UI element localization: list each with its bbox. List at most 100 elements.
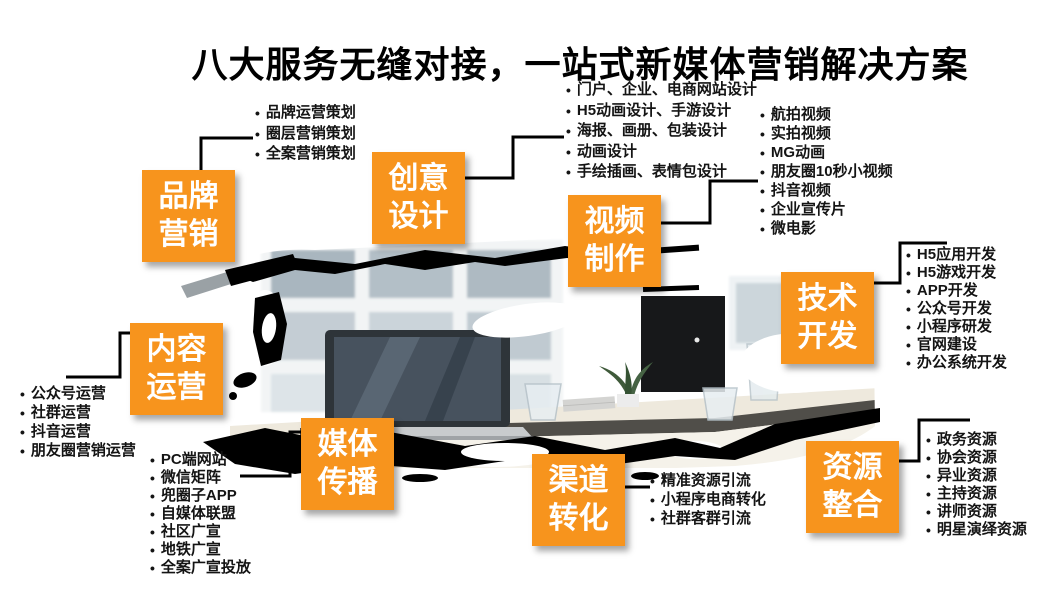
- service-item-label: 小程序电商转化: [660, 491, 766, 508]
- service-card-label: 技术: [797, 282, 858, 315]
- service-item: •公众号开发: [906, 300, 1007, 318]
- bullet-icon: •: [20, 404, 25, 421]
- service-item-label: 讲师资源: [936, 503, 997, 520]
- service-item: •H5动画设计、手游设计: [566, 101, 757, 122]
- service-item: •抖音运营: [20, 422, 136, 441]
- service-item: • 地铁广宣: [150, 541, 251, 559]
- service-list-brand-marketing: •品牌运营策划• 圈层营销策划 •全案营销策划: [255, 103, 356, 165]
- service-list-channel-conversion: • 精准资源引流 • 小程序电商转化•社群客群引流: [650, 471, 766, 528]
- service-item-label: 全案广宣投放: [160, 559, 251, 576]
- service-item-label: 动画设计: [576, 142, 637, 160]
- bullet-icon: •: [566, 143, 571, 160]
- service-item-label: 地铁广宣: [160, 541, 221, 558]
- bullet-icon: •: [150, 524, 155, 540]
- bullet-icon: •: [760, 125, 765, 142]
- service-item: •朋友圈营销运营: [20, 441, 136, 460]
- service-item-label: 手绘插画、表情包设计: [576, 163, 727, 180]
- service-item-label: 小程序研发: [916, 318, 992, 335]
- service-item-label: 企业宣传片: [770, 201, 846, 218]
- bullet-icon: •: [760, 106, 765, 123]
- service-item-label: 抖音视频: [770, 182, 831, 199]
- service-list-resource-integration: •政务资源•协会资源•异业资源•主持资源•讲师资源•明星演绎资源: [926, 431, 1027, 539]
- service-item: •政务资源: [926, 431, 1027, 449]
- bullet-icon: •: [906, 283, 911, 299]
- service-card-creative-design: 创意 设计: [372, 152, 465, 244]
- service-item-label: 公众号运营: [30, 385, 106, 402]
- service-item-label: 门户、企业、电商网站设计: [576, 81, 757, 98]
- service-card-label: 视频: [584, 205, 645, 238]
- bullet-icon: •: [650, 472, 655, 489]
- service-item: • 航拍视频: [760, 105, 893, 124]
- tower-dot: [694, 337, 700, 343]
- service-item: • 实拍视频: [760, 124, 893, 143]
- bullet-icon: •: [20, 385, 25, 402]
- bullet-icon: •: [150, 488, 155, 504]
- bullet-icon: •: [926, 450, 931, 466]
- service-list-creative-design: •门户、企业、电商网站设计•H5动画设计、手游设计•海报、画册、包装设计•动画设…: [566, 80, 757, 183]
- service-item: •小程序研发: [906, 318, 1007, 336]
- service-item-label: 航拍视频: [770, 106, 831, 123]
- service-item: • 小程序电商转化: [650, 490, 766, 509]
- bullet-icon: •: [760, 163, 765, 180]
- service-card-label: 运营: [146, 371, 207, 404]
- service-item: • 圈层营销策划: [255, 124, 356, 145]
- service-item-label: 明星演绎资源: [936, 521, 1027, 538]
- service-item: • 异业资源: [926, 467, 1027, 485]
- bullet-icon: •: [926, 468, 931, 484]
- bullet-icon: •: [760, 144, 765, 161]
- connector-line: [661, 179, 758, 225]
- bullet-icon: •: [150, 542, 155, 558]
- service-item: •全案营销策划: [255, 144, 356, 165]
- service-item: • 动画设计: [566, 142, 757, 163]
- service-item-label: 异业资源: [936, 467, 997, 484]
- notebook: [562, 396, 616, 412]
- service-list-media-communication: •PC端网站•微信矩阵•兜圈子APP•自媒体联盟•社区广宣•地铁广宣•全案广宣投…: [150, 451, 251, 577]
- bullet-icon: •: [566, 164, 571, 181]
- service-item-label: 政务资源: [936, 431, 997, 448]
- service-item: •讲师资源: [926, 503, 1027, 521]
- service-list-video-production: •航拍视频•实拍视频•MG动画•朋友圈10秒小视频•抖音视频•企业宣传片•微电影: [760, 105, 893, 238]
- service-item-label: 自媒体联盟: [160, 505, 236, 522]
- bullet-icon: •: [150, 470, 155, 486]
- plant: [599, 362, 653, 407]
- service-item-label: 圈层营销策划: [265, 124, 356, 142]
- service-card-resource-integration: 资源 整合: [806, 441, 899, 533]
- service-item-label: 抖音运营: [30, 423, 91, 440]
- service-item: •社群客群引流: [650, 509, 766, 528]
- service-item: • 公众号运营: [20, 384, 136, 403]
- bullet-icon: •: [150, 452, 155, 468]
- service-item: •海报、画册、包装设计: [566, 121, 757, 142]
- bullet-icon: •: [906, 247, 911, 263]
- service-item: •主持资源: [926, 485, 1027, 503]
- bullet-icon: •: [255, 125, 260, 142]
- service-item: •品牌运营策划: [255, 103, 356, 124]
- service-item-label: 全案营销策划: [265, 145, 356, 162]
- service-item: •办公系统开发: [906, 354, 1007, 372]
- brush-gaps: [261, 313, 549, 461]
- service-item: • H5游戏开发: [906, 264, 1007, 282]
- service-item: •官网建设: [906, 336, 1007, 354]
- service-item-label: 微电影: [770, 220, 816, 237]
- service-card-label: 设计: [388, 200, 449, 233]
- bullet-icon: •: [760, 182, 765, 199]
- bullet-icon: •: [566, 102, 571, 119]
- service-item-label: 主持资源: [936, 485, 997, 502]
- bullet-icon: •: [150, 560, 155, 576]
- service-item-label: 协会资源: [936, 449, 997, 466]
- service-item-label: 朋友圈10秒小视频: [770, 163, 893, 180]
- service-item: •社区广宣: [150, 523, 251, 541]
- service-card-label: 整合: [822, 489, 883, 522]
- service-list-content-operation: •公众号运营•社群运营•抖音运营•朋友圈营销运营: [20, 384, 136, 460]
- service-item: •自媒体联盟: [150, 505, 251, 523]
- service-item-label: H5游戏开发: [916, 264, 997, 281]
- connector-line: [199, 136, 253, 170]
- service-item-label: MG动画: [770, 144, 826, 161]
- bullet-icon: •: [906, 265, 911, 281]
- bullet-icon: •: [650, 510, 655, 527]
- bullet-icon: •: [650, 491, 655, 508]
- service-item-label: 实拍视频: [770, 125, 831, 142]
- service-item: •H5应用开发: [906, 246, 1007, 264]
- laptop: [303, 330, 533, 440]
- service-item-label: 精准资源引流: [660, 472, 751, 489]
- service-item: •微信矩阵: [150, 469, 251, 487]
